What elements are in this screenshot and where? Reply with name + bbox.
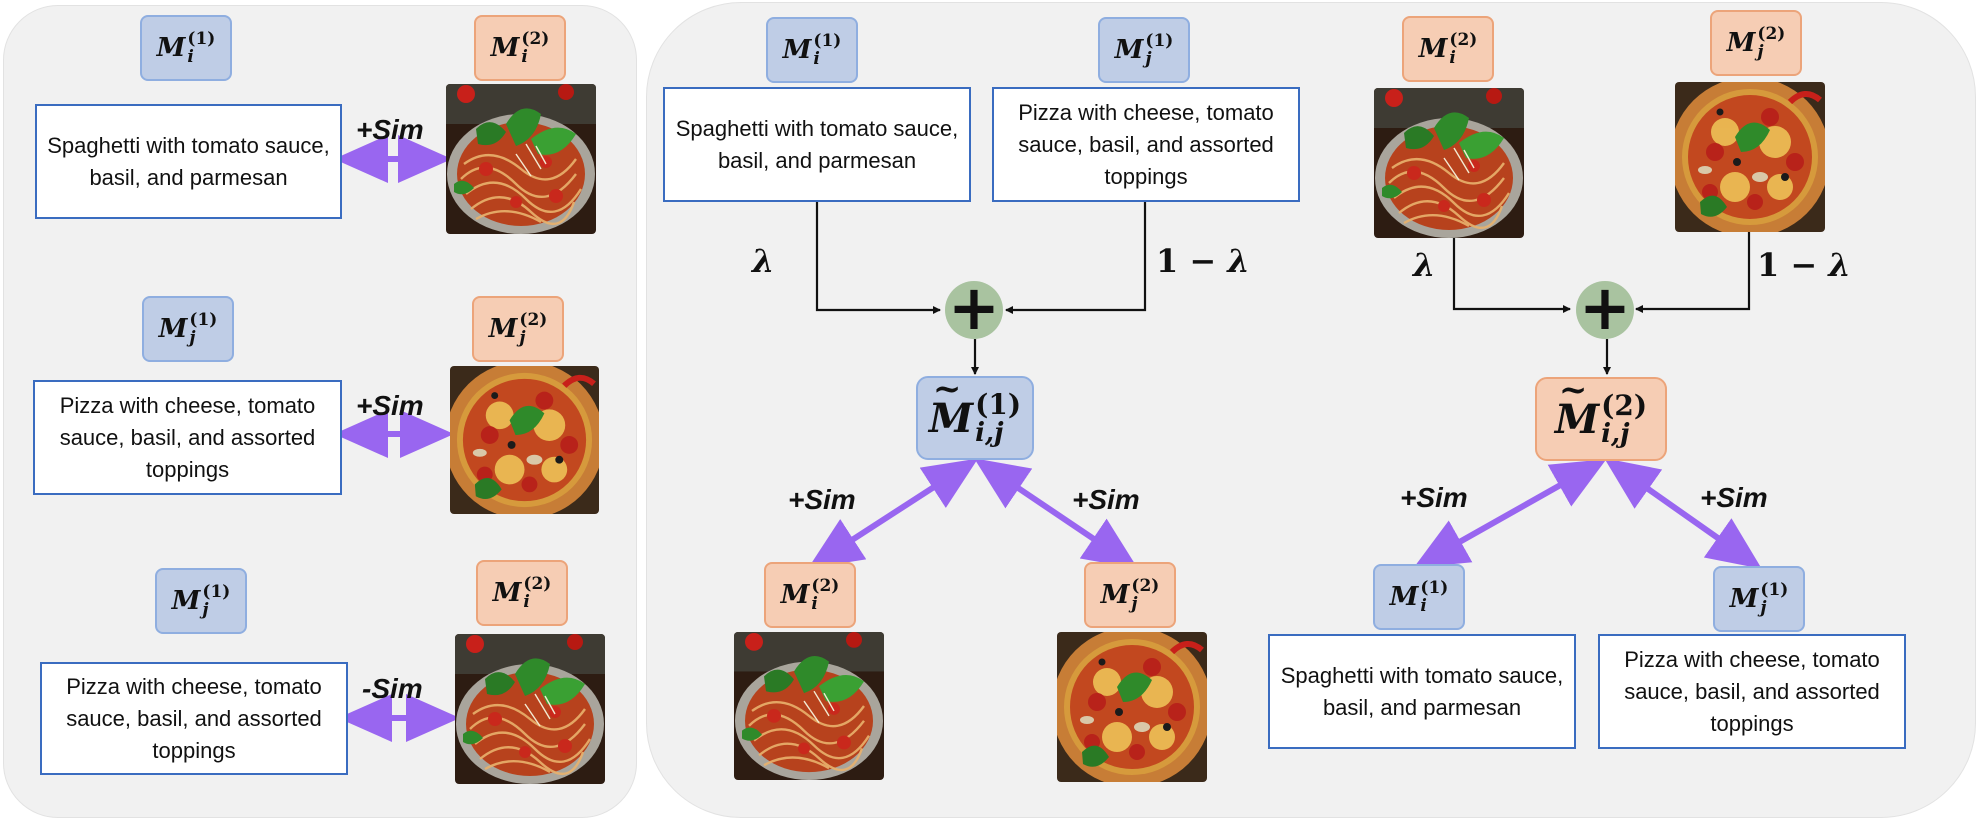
label-right-m-i-1: M(1)i <box>1373 564 1465 630</box>
label-right-m-j-2: M(2)j <box>1710 10 1802 76</box>
wire-lambda-right <box>1452 238 1571 313</box>
pizza-photo-1 <box>450 366 599 514</box>
caption-mid-spaghetti: Spaghetti with tomato sauce, basil, and … <box>663 87 971 202</box>
plus-mix-mid: + <box>945 277 1003 339</box>
spaghetti-photo-1 <box>446 84 596 234</box>
label-mid-m-j-2: M(2)j <box>1084 562 1176 628</box>
label-m-j-2: M(2)j <box>472 296 564 362</box>
label-mid-m-i-1: M(1)i <box>766 17 858 83</box>
mid-sim-arrow-left <box>807 458 979 569</box>
label-mid-m-i-2: M(2)i <box>764 562 856 628</box>
wire-one-minus-right <box>1635 232 1751 313</box>
sim-label-2: +Sim <box>356 390 424 421</box>
label-m-j-1b: M(1)j <box>155 568 247 634</box>
sim-label-right-right: +Sim <box>1700 482 1768 513</box>
plus-mix-right: + <box>1576 277 1634 339</box>
caption-spaghetti-1: Spaghetti with tomato sauce, basil, and … <box>35 104 342 219</box>
label-mid-m-j-1: M(1)j <box>1098 17 1190 83</box>
sim-label-right-left: +Sim <box>1400 482 1468 513</box>
caption-right-spaghetti: Spaghetti with tomato sauce, basil, and … <box>1268 634 1576 749</box>
label-right-m-i-2: M(2)i <box>1402 16 1494 82</box>
wire-one-minus-left-mid <box>1005 202 1147 314</box>
lambda-label-mid: λ <box>752 242 775 280</box>
sim-label-mid-right: +Sim <box>1072 484 1140 515</box>
one-minus-lambda-right: 1 − λ <box>1757 246 1851 284</box>
sim-label-3: -Sim <box>362 673 423 704</box>
lambda-label-right: λ <box>1413 246 1436 284</box>
pizza-photo-mid <box>1057 632 1207 782</box>
sim-label-1: +Sim <box>356 114 424 145</box>
label-m-i-2: M(2)i <box>474 15 566 81</box>
mixed-label-mid: M(1)i,j <box>916 369 1034 460</box>
label-m-i-1: M(1)i <box>140 15 232 81</box>
caption-pizza-1: Pizza with cheese, tomato sauce, basil, … <box>33 380 342 495</box>
caption-pizza-2: Pizza with cheese, tomato sauce, basil, … <box>40 662 348 775</box>
right-sim-arrow-left <box>1413 459 1607 568</box>
one-minus-lambda-mid: 1 − λ <box>1156 242 1250 280</box>
spaghetti-photo-right <box>1374 88 1524 238</box>
mid-sim-arrow-right <box>974 458 1138 569</box>
spaghetti-photo-mid <box>734 632 884 780</box>
wire-lambda-left-mid <box>815 202 941 314</box>
spaghetti-photo-2 <box>455 634 605 784</box>
sim-label-mid-left: +Sim <box>788 484 856 515</box>
caption-right-pizza: Pizza with cheese, tomato sauce, basil, … <box>1598 634 1906 749</box>
mixed-label-right: M(2)i,j <box>1535 370 1667 461</box>
label-m-i-2b: M(2)i <box>476 560 568 626</box>
caption-mid-pizza: Pizza with cheese, tomato sauce, basil, … <box>992 87 1300 202</box>
right-sim-arrow-right <box>1604 458 1762 569</box>
label-right-m-j-1: M(1)j <box>1713 566 1805 632</box>
label-m-j-1: M(1)j <box>142 296 234 362</box>
pizza-photo-right <box>1675 82 1825 232</box>
